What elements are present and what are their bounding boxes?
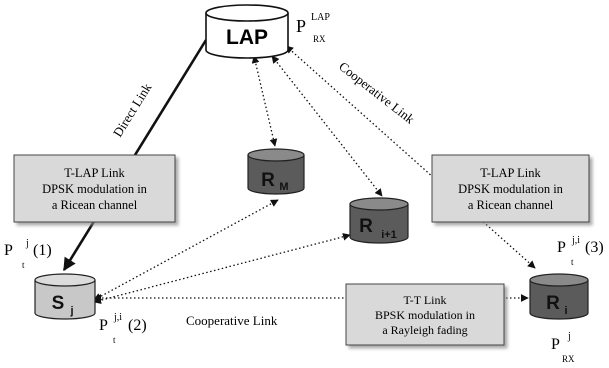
p-tj1-suffix: (1) xyxy=(33,242,52,259)
p-tj1-sup: j xyxy=(25,238,29,249)
box-left-line-2: DPSK modulation in xyxy=(42,182,148,196)
t-lap-link-box-right: T-LAP Link DPSK modulation in a Ricean c… xyxy=(431,154,590,223)
ri-node: R i xyxy=(529,273,589,320)
box-right-line-3: a Ricean channel xyxy=(468,198,554,212)
power-label-t-ji-2: P j,i t (2) xyxy=(99,312,147,345)
p-tj1-base: P xyxy=(4,242,13,259)
box-bottom-line-1: T-T Link xyxy=(403,293,446,307)
power-label-rx-j: P j RX xyxy=(551,331,575,364)
box-bottom-line-3: a Rayleigh fading xyxy=(382,323,467,337)
p-tji3-base: P xyxy=(557,239,566,256)
p-lap-base: P xyxy=(296,16,306,36)
lap-rm-link xyxy=(251,55,278,147)
p-tji3-suffix: (3) xyxy=(585,239,604,256)
sj-ri1-link xyxy=(93,233,351,304)
p-rxj-sup: j xyxy=(567,331,571,342)
ri-label: R xyxy=(546,293,560,314)
p-lap-sup: LAP xyxy=(311,12,330,23)
p-tj1-sub: t xyxy=(22,260,25,270)
p-lap-sub: RX xyxy=(313,34,326,44)
t-t-link-box: T-T Link BPSK modulation in a Rayleigh f… xyxy=(345,283,505,346)
cooperative-link-bottom-label: Cooperative Link xyxy=(186,313,278,328)
box-bottom-line-2: BPSK modulation in xyxy=(375,308,475,322)
rm-node: R M xyxy=(247,148,305,195)
lap-ri1-link xyxy=(271,55,383,197)
p-tji2-base: P xyxy=(99,317,108,334)
rm-label: R xyxy=(261,170,275,191)
ri1-label: R xyxy=(359,216,373,237)
sj-label: S xyxy=(52,293,65,314)
t-lap-link-box-left: T-LAP Link DPSK modulation in a Ricean c… xyxy=(13,154,176,223)
p-rxj-base: P xyxy=(551,336,560,353)
p-rxj-sub: RX xyxy=(562,354,575,364)
p-tji3-sup: j,i xyxy=(571,235,580,246)
rm-sub: M xyxy=(279,181,288,193)
cooperative-link-top-label: Cooperative Link xyxy=(336,59,418,127)
sj-sub: j xyxy=(69,305,73,317)
p-tji3-sub: t xyxy=(571,257,574,267)
ri1-sub: i+1 xyxy=(381,229,397,241)
power-label-t-ji-3: P j,i t (3) xyxy=(557,235,604,267)
power-label-t-j-1: P j t (1) xyxy=(4,238,52,270)
ri1-node: R i+1 xyxy=(349,197,409,244)
p-tji2-sub: t xyxy=(113,335,116,345)
power-label-lap: P LAP RX xyxy=(296,12,330,44)
box-left-line-1: T-LAP Link xyxy=(64,166,125,180)
p-tji2-suffix: (2) xyxy=(128,317,147,334)
p-tji2-sup: j,i xyxy=(113,312,122,323)
box-left-line-3: a Ricean channel xyxy=(52,198,138,212)
lap-label: LAP xyxy=(226,26,268,49)
direct-link-label: Direct Link xyxy=(110,80,155,139)
sj-node: S j xyxy=(34,273,96,320)
box-right-line-1: T-LAP Link xyxy=(480,166,541,180)
ri-sub: i xyxy=(564,305,567,317)
lap-node: LAP xyxy=(205,4,289,59)
box-right-line-2: DPSK modulation in xyxy=(458,182,564,196)
